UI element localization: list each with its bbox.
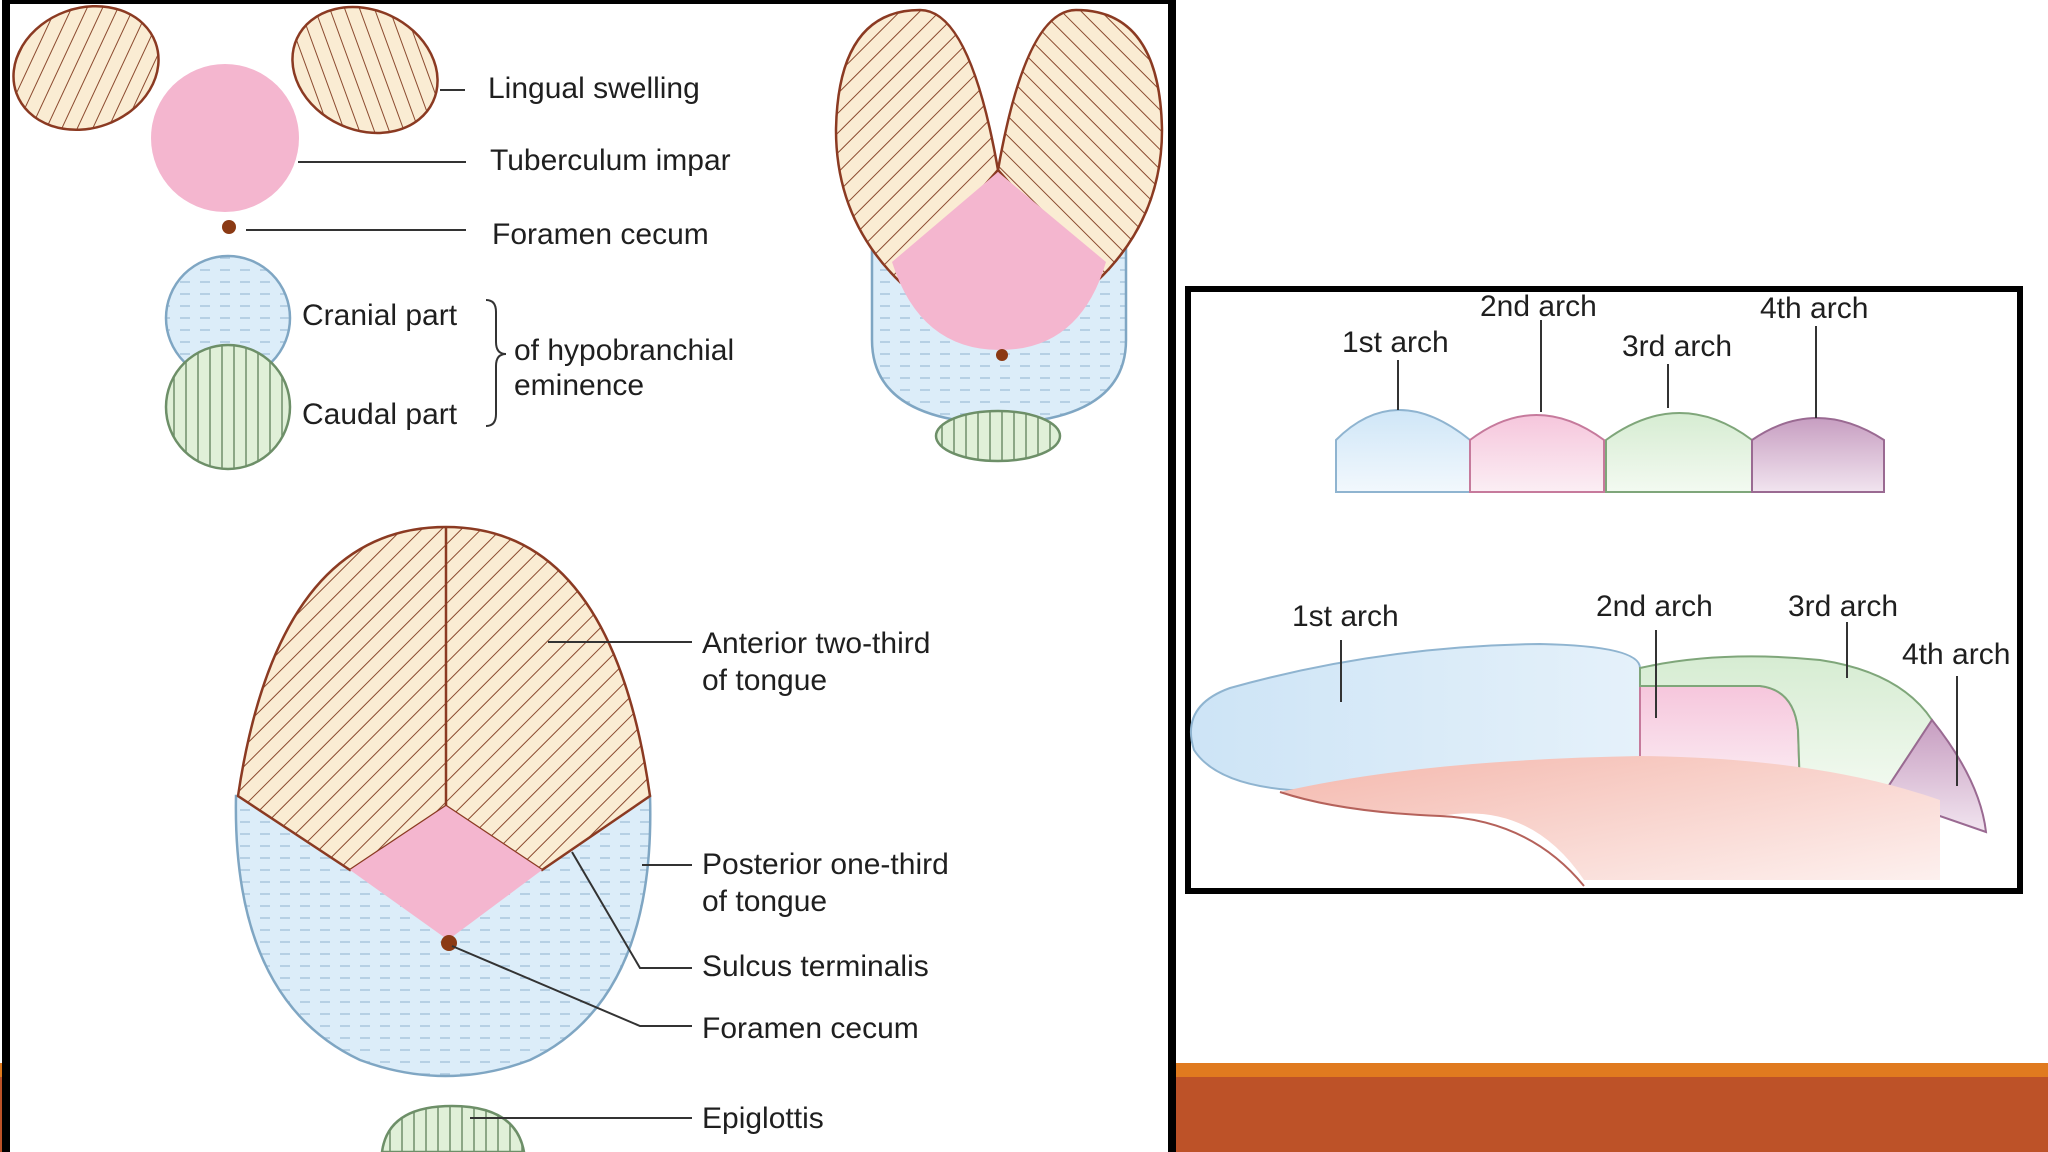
- label-anterior-1: Anterior two-third: [702, 627, 930, 660]
- foramen-cecum-dot-bottom: [441, 935, 457, 951]
- top-arch-3: [1605, 412, 1753, 493]
- top-label-3rd-arch: 3rd arch: [1622, 330, 1732, 363]
- side-label-3rd-arch: 3rd arch: [1788, 590, 1898, 623]
- top-arch-2: [1469, 414, 1605, 493]
- top-label-2nd-arch: 2nd arch: [1480, 290, 1597, 323]
- caudal-part: [164, 343, 292, 471]
- label-hypobranchial-1: of hypobranchial: [514, 334, 734, 367]
- label-tuberculum-impar: Tuberculum impar: [490, 144, 731, 177]
- side-arch-3: [1639, 655, 1934, 798]
- intermediate-foramen-dot: [996, 349, 1008, 361]
- label-epiglottis: Epiglottis: [702, 1102, 824, 1135]
- lingual-swelling-left: [12, 4, 160, 132]
- label-hypobranchial-2: eminence: [514, 369, 644, 402]
- intermediate-epiglottis: [934, 409, 1062, 463]
- label-posterior-1: Posterior one-third: [702, 848, 949, 881]
- label-anterior-2: of tongue: [702, 664, 827, 697]
- top-arch-4: [1751, 417, 1885, 493]
- pharyngeal-arches-panel: 1st arch 2nd arch 3rd arch 4th arch 1st …: [1185, 286, 2023, 894]
- foramen-cecum-dot-top: [222, 220, 236, 234]
- lingual-swelling-right: [291, 5, 439, 135]
- label-foramen-cecum-bottom: Foramen cecum: [702, 1012, 919, 1045]
- label-cranial-part: Cranial part: [302, 299, 458, 332]
- tuberculum-impar: [151, 64, 299, 212]
- top-label-1st-arch: 1st arch: [1342, 326, 1449, 359]
- side-label-1st-arch: 1st arch: [1292, 600, 1399, 633]
- side-label-2nd-arch: 2nd arch: [1596, 590, 1713, 623]
- foramen-cecum-area: [350, 806, 542, 940]
- side-tongue-floor: [1280, 756, 1940, 880]
- tongue-development-panel: Lingual swelling Tuberculum impar Forame…: [2, 0, 1176, 1152]
- label-sulcus-terminalis: Sulcus terminalis: [702, 950, 929, 983]
- top-label-4th-arch: 4th arch: [1760, 292, 1868, 325]
- side-label-4th-arch: 4th arch: [1902, 638, 2010, 671]
- intermediate-tuberculum: [892, 172, 1106, 350]
- side-arch-1: [1189, 642, 1641, 791]
- label-lingual-swelling: Lingual swelling: [488, 72, 700, 105]
- label-caudal-part: Caudal part: [302, 398, 458, 431]
- label-foramen-cecum-top: Foramen cecum: [492, 218, 709, 251]
- label-posterior-2: of tongue: [702, 885, 827, 918]
- brace: [485, 299, 507, 427]
